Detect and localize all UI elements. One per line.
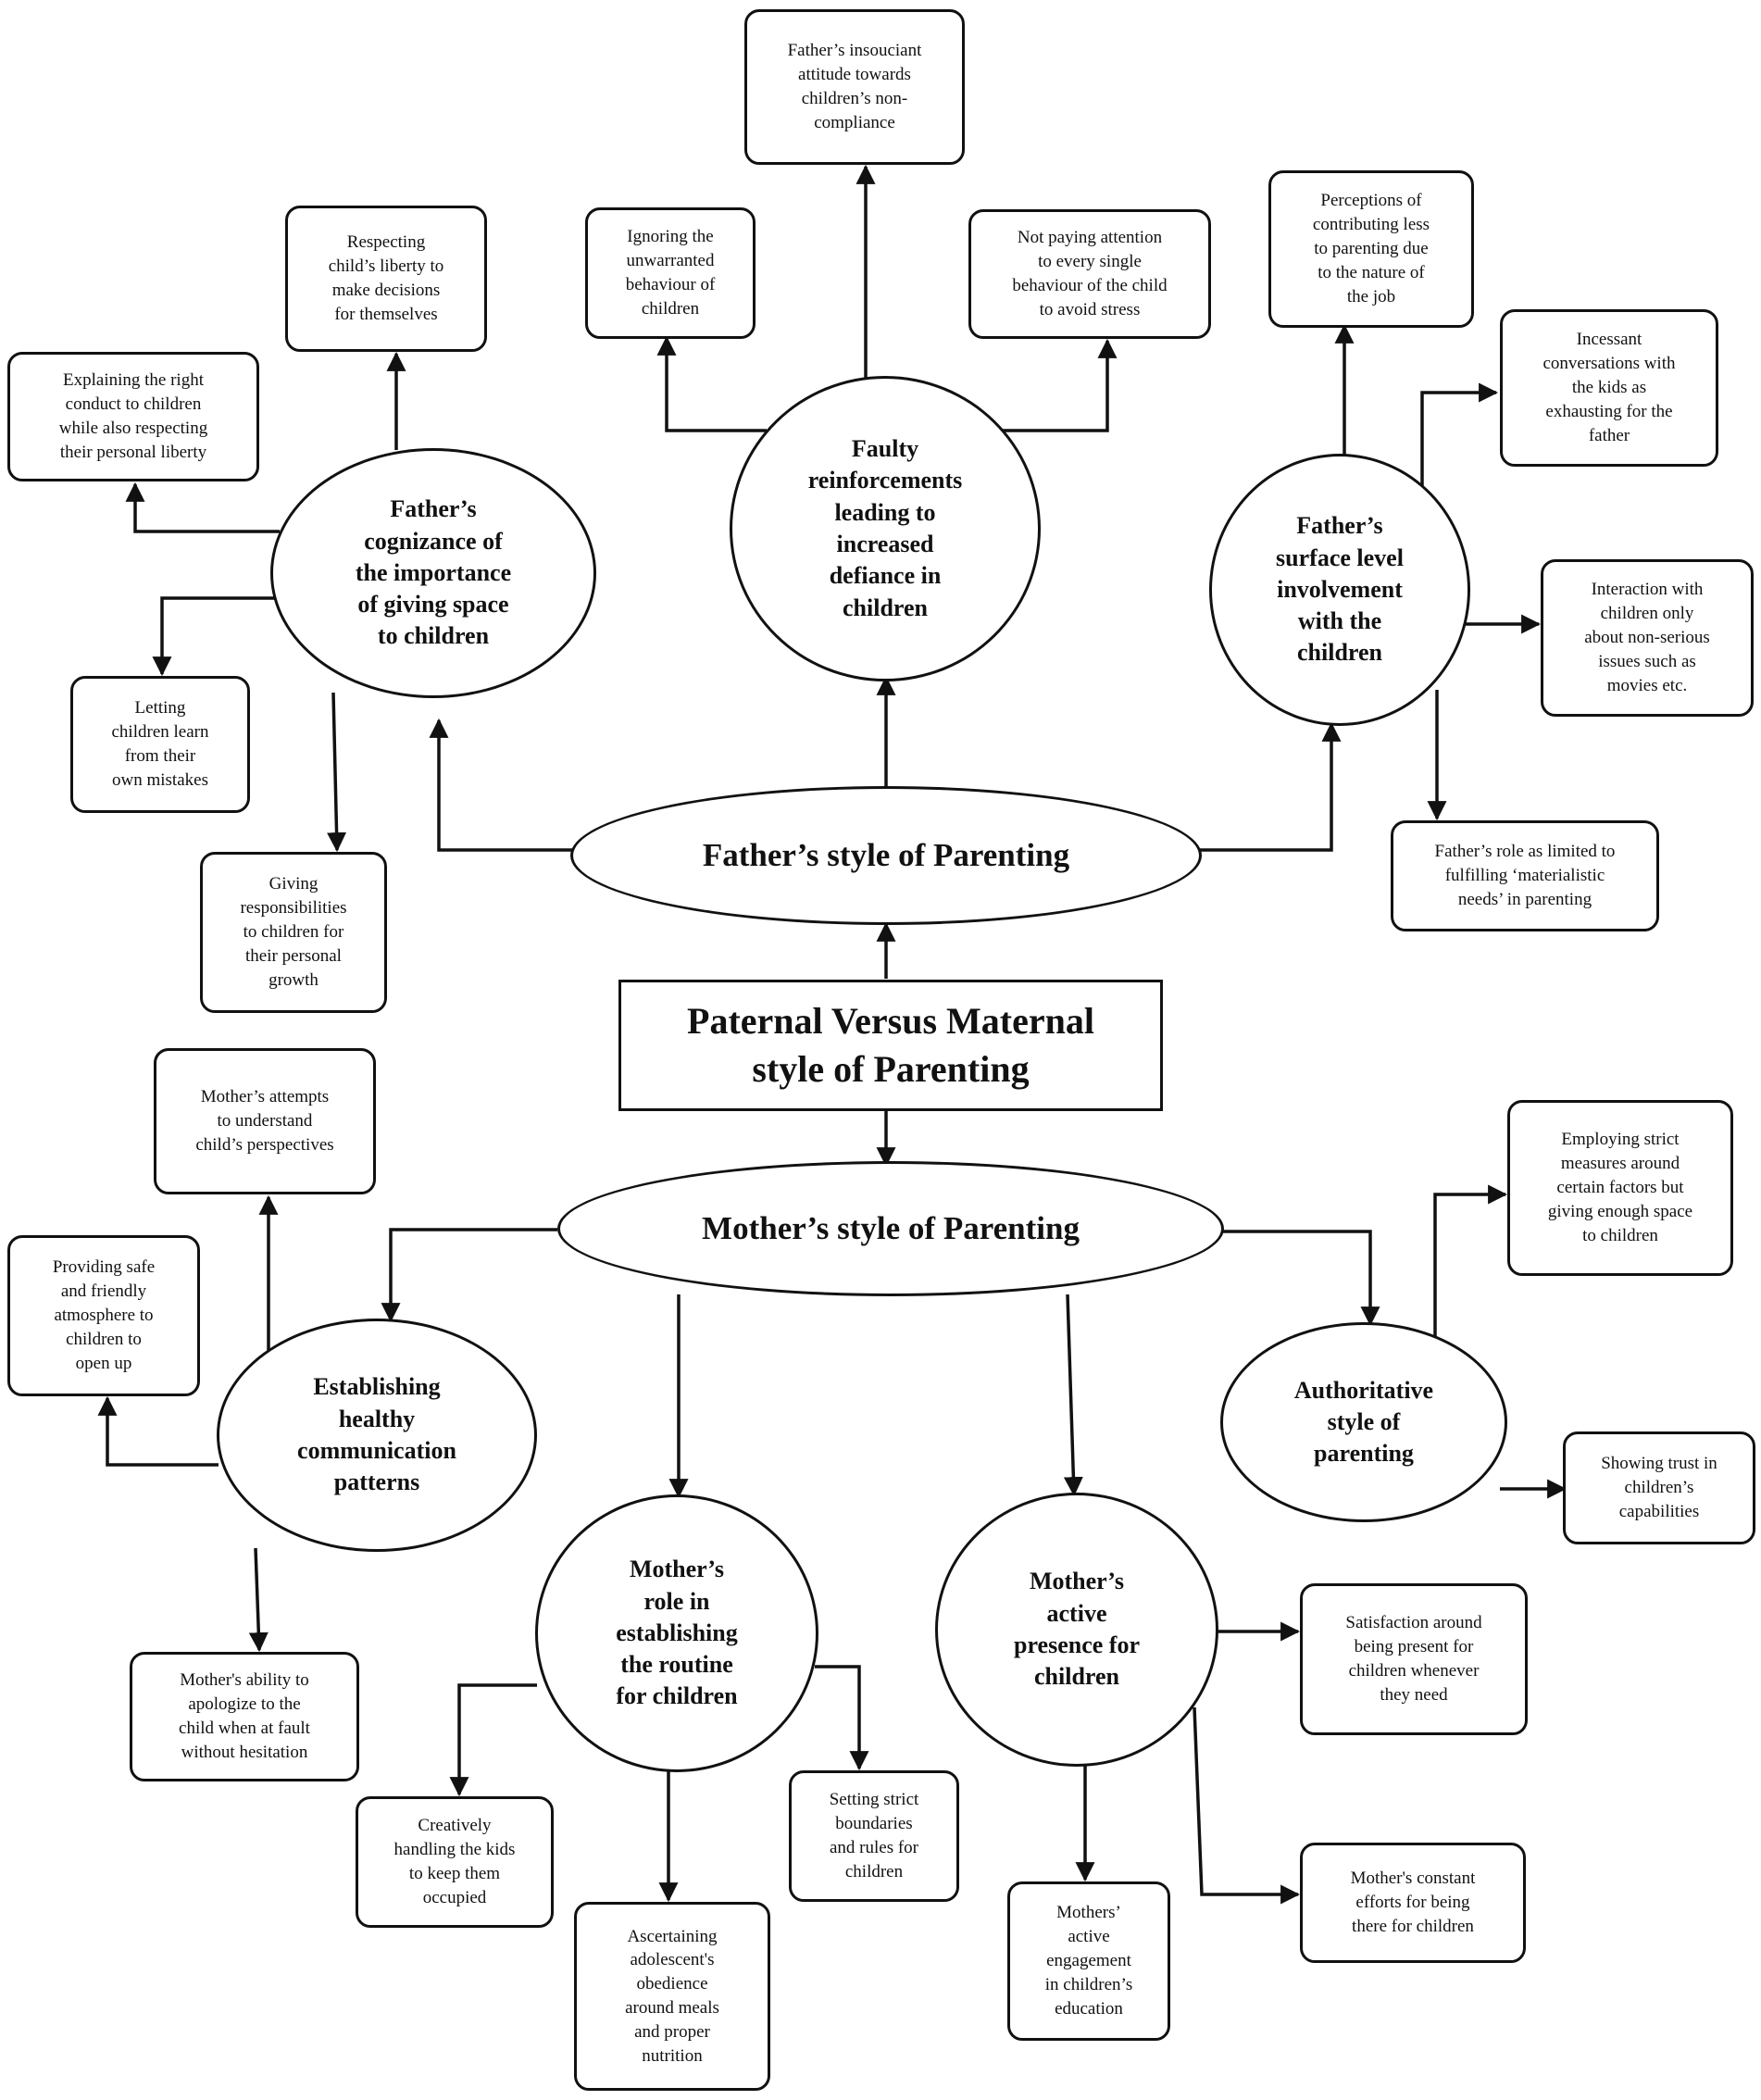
arrow-cognizance-to-giving <box>327 692 347 853</box>
item-attempts-understand: Mother’s attempts to understand child’s … <box>154 1048 376 1194</box>
item-active-engagement-education: Mothers’ active engagement in children’s… <box>1007 1881 1170 2041</box>
arrow-faulty-to-ignoring <box>656 335 767 432</box>
item-perceptions-contributing: Perceptions of contributing less to pare… <box>1268 170 1474 328</box>
item-role-materialistic-needs: Father’s role as limited to fulfilling ‘… <box>1391 820 1659 931</box>
mother-style-oval: Mother’s style of Parenting <box>557 1161 1224 1296</box>
item-interaction-non-serious: Interaction with children only about non… <box>1541 559 1754 717</box>
arrow-mother-to-communication <box>381 1228 557 1323</box>
item-giving-responsibilities: Giving responsibilities to children for … <box>200 852 387 1013</box>
theme-mother-active-presence: Mother’s active presence for children <box>935 1493 1218 1767</box>
item-satisfaction-present: Satisfaction around being present for ch… <box>1300 1583 1528 1735</box>
arrow-communication-to-apologize <box>248 1547 269 1653</box>
item-safe-friendly-atmosphere: Providing safe and friendly atmosphere t… <box>7 1235 200 1396</box>
father-style-oval: Father’s style of Parenting <box>570 786 1202 925</box>
theme-mother-routine: Mother’s role in establishing the routin… <box>535 1494 818 1772</box>
item-ignoring-behaviour: Ignoring the unwarranted behaviour of ch… <box>585 207 756 339</box>
item-strict-boundaries: Setting strict boundaries and rules for … <box>789 1770 959 1902</box>
theme-faulty-reinforcements: Faulty reinforcements leading to increas… <box>730 376 1041 681</box>
arrow-father-to-surface <box>1198 721 1342 852</box>
arrow-cognizance-to-letting <box>152 596 280 677</box>
item-not-paying-attention: Not paying attention to every single beh… <box>968 209 1211 339</box>
arrow-authoritative-to-employing <box>1433 1184 1508 1337</box>
arrow-surface-to-incessant <box>1420 382 1499 486</box>
item-constant-efforts: Mother's constant efforts for being ther… <box>1300 1843 1526 1963</box>
arrow-routine-to-setting <box>815 1665 869 1771</box>
arrow-mother-to-presence <box>1063 1294 1083 1497</box>
item-incessant-conversations: Incessant conversations with the kids as… <box>1500 309 1718 467</box>
central-title-box: Paternal Versus Maternal style of Parent… <box>618 980 1163 1111</box>
item-explaining-right-conduct: Explaining the right conduct to children… <box>7 352 259 481</box>
arrow-routine-to-creatively <box>449 1683 537 1797</box>
arrow-father-to-cognizance <box>429 718 572 852</box>
theme-authoritative-style: Authoritative style of parenting <box>1220 1322 1507 1522</box>
item-letting-children-learn: Letting children learn from their own mi… <box>70 676 250 813</box>
arrow-cognizance-to-explaining <box>125 481 280 533</box>
arrow-communication-to-providing <box>97 1395 219 1467</box>
item-insouciant-attitude: Father’s insouciant attitude towards chi… <box>744 9 965 165</box>
arrow-mother-to-authoritative <box>1222 1230 1380 1327</box>
item-ascertaining-obedience: Ascertaining adolescent's obedience arou… <box>574 1902 770 2091</box>
arrow-faulty-to-not-paying <box>1002 338 1118 432</box>
theme-father-cognizance: Father’s cognizance of the importance of… <box>270 448 596 698</box>
item-strict-measures: Employing strict measures around certain… <box>1507 1100 1733 1276</box>
item-ability-apologize: Mother's ability to apologize to the chi… <box>130 1652 359 1781</box>
item-showing-trust: Showing trust in children’s capabilities <box>1563 1431 1755 1544</box>
item-respecting-liberty: Respecting child’s liberty to make decis… <box>285 206 487 352</box>
arrow-presence-to-constant <box>1193 1706 1301 1905</box>
theme-healthy-communication: Establishing healthy communication patte… <box>217 1319 537 1552</box>
theme-father-surface-involvement: Father’s surface level involvement with … <box>1209 454 1470 726</box>
item-creatively-handling: Creatively handling the kids to keep the… <box>356 1796 554 1928</box>
